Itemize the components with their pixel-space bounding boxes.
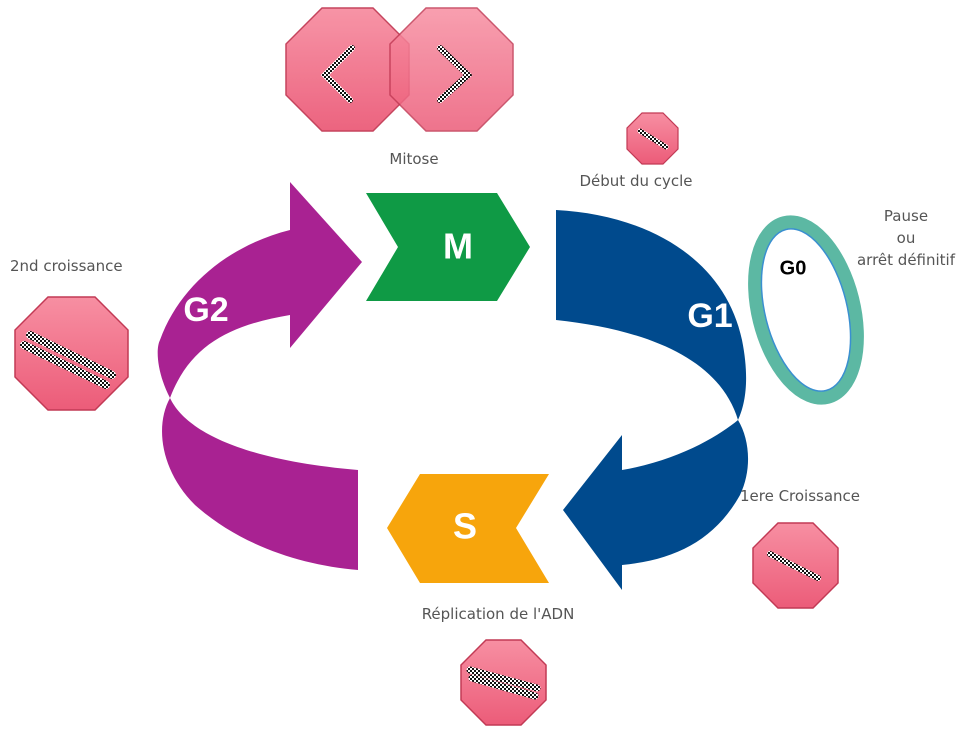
pause-label-line-1: Pause: [883, 207, 929, 225]
chromosome-left: [320, 45, 355, 103]
replication-octagon: [460, 639, 547, 726]
s-chevron: [387, 474, 549, 583]
phase-g1-label: G1: [687, 297, 732, 335]
g0-ring: [748, 215, 864, 405]
g1-arrow: [556, 210, 749, 590]
replication-label: Réplication de l'ADN: [421, 605, 575, 623]
second-growth-octagon: [14, 296, 129, 411]
debut-cycle-label: Début du cycle: [579, 172, 693, 190]
mitose-label: Mitose: [389, 150, 439, 168]
chromosome-g2-b: [20, 341, 110, 389]
phase-g2-label: G2: [183, 291, 228, 329]
chromosome-s-b: [468, 674, 539, 700]
m-chevron: [366, 193, 530, 301]
pause-label-line-3: arrêt définitif: [856, 250, 956, 269]
chromosome-g1: [767, 551, 821, 581]
g0-ring-edge: [760, 228, 852, 392]
phase-g0-label: G0: [780, 257, 807, 279]
second-growth-label: 2nd croissance: [10, 257, 123, 275]
first-growth-octagon: [752, 522, 839, 609]
chromosome-right: [437, 45, 473, 103]
chromosome-g2-a: [26, 331, 116, 379]
phase-s-label: S: [453, 506, 477, 547]
chromosome-s-a: [466, 666, 541, 692]
start-octagon: [626, 112, 679, 165]
first-growth-label: 1ere Croissance: [739, 487, 861, 505]
chromosome-start: [637, 128, 669, 150]
g2-arrow: [157, 182, 362, 570]
mitosis-octagon-right: [389, 7, 514, 132]
phase-m-label: M: [443, 226, 473, 267]
pause-label: Pause ou arrêt définitif: [857, 206, 955, 271]
mitosis-octagon-left: [285, 7, 410, 132]
pause-label-line-2: ou: [896, 228, 916, 247]
